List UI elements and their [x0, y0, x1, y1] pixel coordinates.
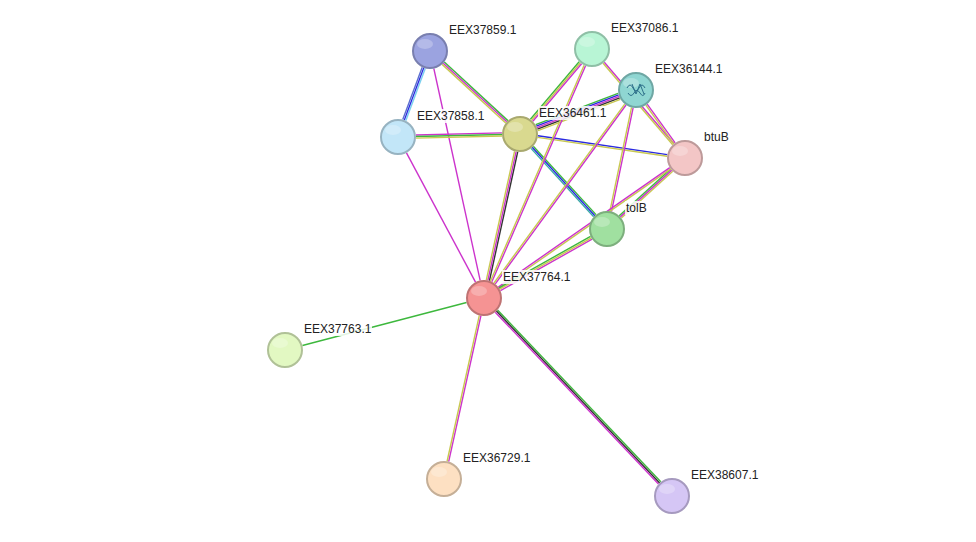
interaction-edge	[536, 93, 621, 130]
interaction-edge	[302, 303, 466, 346]
evidence-line	[490, 65, 584, 281]
evidence-line	[489, 152, 517, 281]
node-circle	[380, 119, 416, 155]
interaction-edge	[406, 153, 475, 282]
protein-node: btuB	[667, 140, 703, 176]
evidence-line	[500, 238, 592, 289]
evidence-line	[447, 315, 479, 461]
evidence-line	[610, 107, 632, 211]
protein-node: EEX37858.1	[380, 119, 416, 155]
node-circle	[466, 280, 502, 316]
protein-node: EEX36461.1	[502, 116, 538, 152]
evidence-line	[416, 136, 502, 138]
interaction-edge	[498, 168, 670, 289]
protein-node: EEX38607.1	[654, 478, 690, 514]
node-circle	[426, 461, 462, 497]
interaction-edge	[486, 151, 517, 281]
interaction-edge	[447, 315, 481, 461]
protein-node: EEX37763.1	[267, 332, 303, 368]
evidence-line	[536, 95, 618, 126]
node-label: tolB	[625, 201, 648, 215]
node-circle	[267, 332, 303, 368]
evidence-line	[537, 98, 619, 129]
evidence-line	[302, 303, 466, 346]
evidence-line	[498, 168, 669, 287]
node-label: EEX36144.1	[654, 62, 723, 76]
node-label: EEX37859.1	[448, 23, 517, 37]
evidence-line	[621, 171, 672, 218]
evidence-line	[647, 104, 675, 143]
interaction-edge	[499, 236, 592, 290]
evidence-line	[538, 136, 667, 155]
protein-node: EEX36729.1	[426, 461, 462, 497]
node-label: EEX37763.1	[303, 322, 372, 336]
interaction-edge	[416, 133, 502, 138]
evidence-line	[500, 239, 592, 290]
protein-node: EEX37086.1	[574, 31, 610, 67]
interaction-edge	[619, 169, 673, 218]
node-label: EEX37086.1	[610, 21, 679, 35]
node-circle	[654, 478, 690, 514]
evidence-line	[499, 236, 591, 287]
evidence-line	[449, 316, 481, 462]
protein-node: tolB	[589, 211, 625, 247]
evidence-line	[537, 96, 619, 127]
node-circle	[502, 116, 538, 152]
node-circle	[589, 211, 625, 247]
evidence-line	[646, 105, 674, 144]
node-label: EEX38607.1	[690, 468, 759, 482]
protein-node: EEX37859.1	[412, 33, 448, 69]
node-circle	[618, 72, 654, 108]
node-circle	[574, 31, 610, 67]
evidence-line	[538, 137, 667, 156]
node-label: EEX37764.1	[502, 270, 571, 284]
interaction-edge	[646, 104, 675, 144]
node-label: btuB	[703, 130, 730, 144]
node-label: EEX36729.1	[462, 451, 531, 465]
protein-node: EEX36144.1	[618, 72, 654, 108]
evidence-line	[536, 93, 618, 124]
protein-node: EEX37764.1	[466, 280, 502, 316]
evidence-line	[619, 169, 670, 216]
evidence-line	[620, 170, 671, 217]
interaction-edge	[538, 136, 668, 156]
node-circle	[667, 140, 703, 176]
evidence-line	[499, 169, 670, 288]
evidence-line	[406, 153, 475, 282]
node-label: EEX36461.1	[538, 106, 607, 120]
node-label: EEX37858.1	[416, 109, 485, 123]
node-circle	[412, 33, 448, 69]
